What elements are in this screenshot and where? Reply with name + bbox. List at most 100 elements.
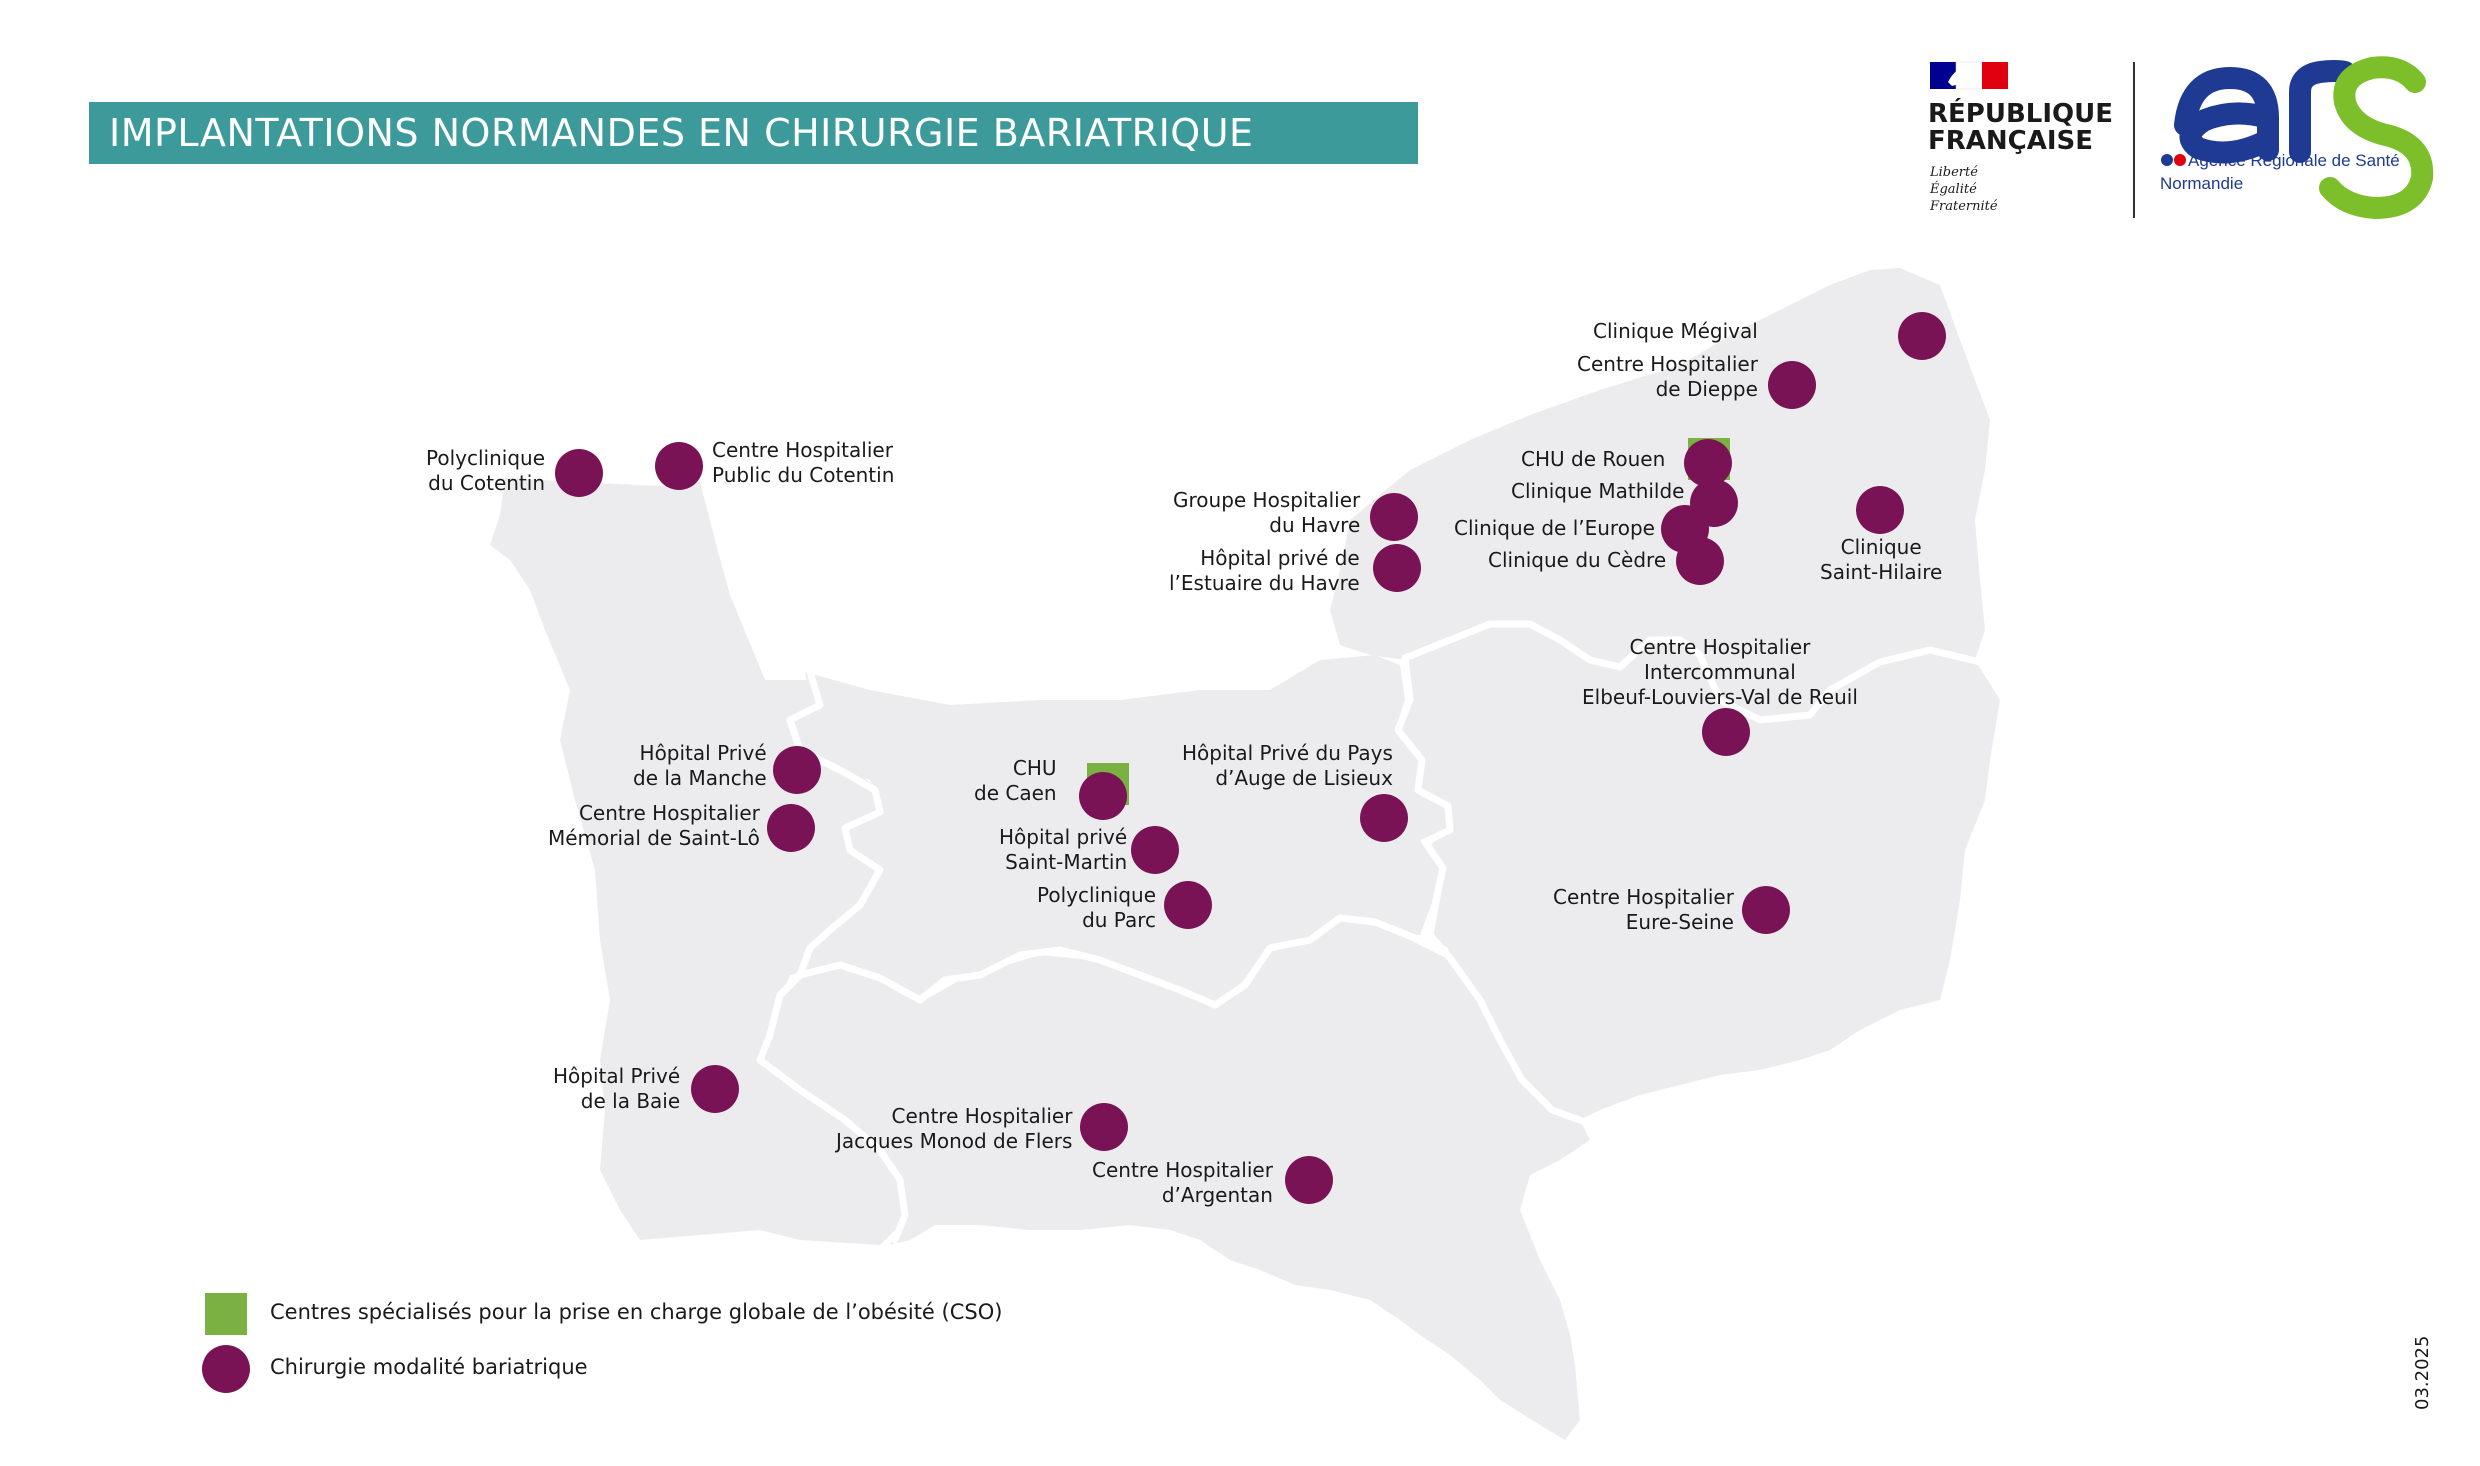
border-eure-orne (1446, 954, 1589, 1126)
ars-dot-blue (2161, 154, 2173, 166)
rf-motto-1: Liberté (1930, 165, 1978, 180)
site-label-line: Public du Cotentin (712, 463, 895, 487)
border-calvados-eure (1394, 654, 1454, 962)
bariatric-marker-polyclinique-cotentin (555, 449, 603, 497)
legend-bariatric-circle (202, 1345, 250, 1393)
site-label-line: du Parc (1082, 908, 1156, 932)
site-label-line: Jacques Monod de Flers (836, 1129, 1073, 1153)
site-label-line: Groupe Hospitalier (1173, 488, 1361, 512)
bariatric-marker-hp-estuaire-havre (1373, 544, 1421, 592)
bariatric-markers (555, 312, 1946, 1204)
bariatric-marker-chu-rouen (1684, 439, 1732, 487)
site-label-line: Saint-Hilaire (1820, 560, 1943, 584)
ars-region-name: Normandie (2160, 174, 2244, 193)
site-label-line: Centre Hospitalier (578, 801, 760, 825)
page-title: IMPLANTATIONS NORMANDES EN CHIRURGIE BAR… (109, 111, 1254, 155)
site-label-clinique-mathilde: Clinique Mathilde (1511, 479, 1685, 504)
department-borders (756, 620, 1984, 1244)
bariatric-marker-gh-havre (1370, 493, 1418, 541)
site-label-line: d’Auge de Lisieux (1215, 766, 1393, 790)
bariatric-marker-clinique-saint-hilaire (1856, 486, 1904, 534)
bariatric-marker-polyclinique-parc (1164, 881, 1212, 929)
marianne-icon (1948, 66, 1970, 86)
legend (202, 1293, 250, 1393)
site-label-line: CHU (1012, 756, 1057, 780)
site-label-line: Centre Hospitalier (1553, 885, 1734, 909)
bariatric-marker-ch-flers (1080, 1103, 1128, 1151)
border-manche-calvados (756, 668, 884, 1064)
department-eure (1400, 625, 2000, 1120)
rf-line-2: FRANÇAISE (1928, 126, 2094, 156)
ars-letter-r (2289, 60, 2356, 163)
border-seine-eure (1401, 620, 1984, 724)
bariatric-marker-ch-saint-lo (767, 804, 815, 852)
site-label-line: Clinique Mathilde (1511, 479, 1685, 503)
site-label-line: Polyclinique (426, 446, 545, 470)
ars-logo (2161, 56, 2434, 220)
site-label-line: Hôpital privé (999, 825, 1128, 849)
site-label-line: l’Estuaire du Havre (1169, 571, 1360, 595)
ars-letter-a (2174, 66, 2279, 164)
legend-cso-label: Centres spécialisés pour la prise en cha… (270, 1300, 1003, 1324)
bariatric-marker-chp-cotentin (655, 442, 703, 490)
rf-motto-3: Fraternité (1930, 199, 1998, 214)
bariatric-marker-clinique-megival (1898, 312, 1946, 360)
flag-red (1982, 62, 2008, 89)
site-label-line: Clinique (1840, 535, 1922, 559)
bariatric-marker-clinique-cedre (1676, 537, 1724, 585)
border-calvados-orne (796, 914, 1449, 1009)
date-stamp: 03.2025 (2412, 1335, 2433, 1410)
site-label-line: Centre Hospitalier (1577, 352, 1758, 376)
site-label-line: de Dieppe (1655, 377, 1758, 401)
rf-line-1: RÉPUBLIQUE (1928, 99, 2113, 129)
site-label-line: Centre Hospitalier (891, 1104, 1073, 1128)
site-label-line: Eure-Seine (1625, 910, 1734, 934)
ars-letter-s (2319, 56, 2434, 220)
legend-bariatric-label: Chirurgie modalité bariatrique (270, 1355, 588, 1379)
ars-agency-name: Agence Régionale de Santé (2188, 151, 2400, 170)
bariatric-marker-ch-argentan (1285, 1156, 1333, 1204)
bariatric-marker-ch-eure-seine (1742, 886, 1790, 934)
site-label-line: Polyclinique (1037, 883, 1156, 907)
border-manche-orne (756, 1056, 909, 1244)
republique-logo-flag (1930, 61, 2008, 90)
site-label-line: Centre Hospitalier (1092, 1158, 1273, 1182)
site-label-line: Clinique Mégival (1593, 319, 1758, 343)
site-label-line: de la Baie (580, 1089, 681, 1113)
department-shapes (490, 268, 2000, 1440)
department-calvados (800, 655, 1450, 1005)
department-orne (760, 920, 1590, 1440)
site-label-line: CHU de Rouen (1521, 447, 1666, 471)
site-label-line: Centre Hospitalier (1629, 635, 1811, 659)
site-label-line: Hôpital Privé du Pays (1182, 741, 1393, 765)
ars-dot-red (2174, 154, 2186, 166)
site-label-line: du Havre (1269, 513, 1361, 537)
site-label-line: de la Manche (633, 766, 767, 790)
site-label-line: Hôpital Privé (553, 1064, 681, 1088)
bariatric-marker-chi-elbeuf (1702, 708, 1750, 756)
rf-motto-2: Égalité (1930, 182, 1977, 197)
site-label-line: Hôpital Privé (639, 741, 767, 765)
site-label-line: de Caen (974, 781, 1057, 805)
title-banner: IMPLANTATIONS NORMANDES EN CHIRURGIE BAR… (89, 102, 1418, 164)
site-label-line: Hôpital privé de (1200, 546, 1360, 570)
site-label-line: Clinique de l’Europe (1454, 516, 1655, 540)
site-label-clinique-megival: Clinique Mégival (1593, 319, 1758, 344)
bariatric-marker-hp-manche (773, 746, 821, 794)
site-label-line: Mémorial de Saint-Lô (548, 826, 760, 850)
ars-normandie-logo: Agence Régionale de Santé Normandie (2150, 56, 2430, 226)
